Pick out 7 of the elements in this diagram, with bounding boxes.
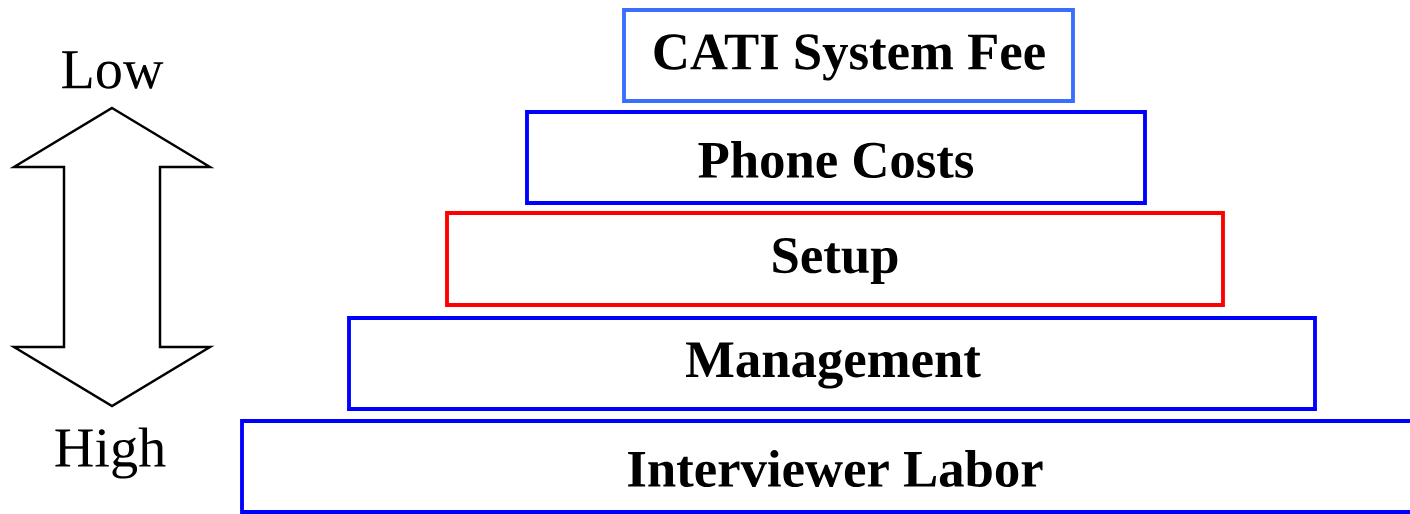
tier-box: Phone Costs — [525, 110, 1147, 205]
scale-label: Low — [62, 51, 164, 89]
tier-box: Setup — [445, 211, 1225, 307]
tier-box: CATI System Fee — [622, 8, 1075, 103]
tier-box: Interviewer Labor — [240, 419, 1410, 514]
scale-label: High — [55, 427, 166, 479]
tier-box: Management — [347, 316, 1317, 411]
